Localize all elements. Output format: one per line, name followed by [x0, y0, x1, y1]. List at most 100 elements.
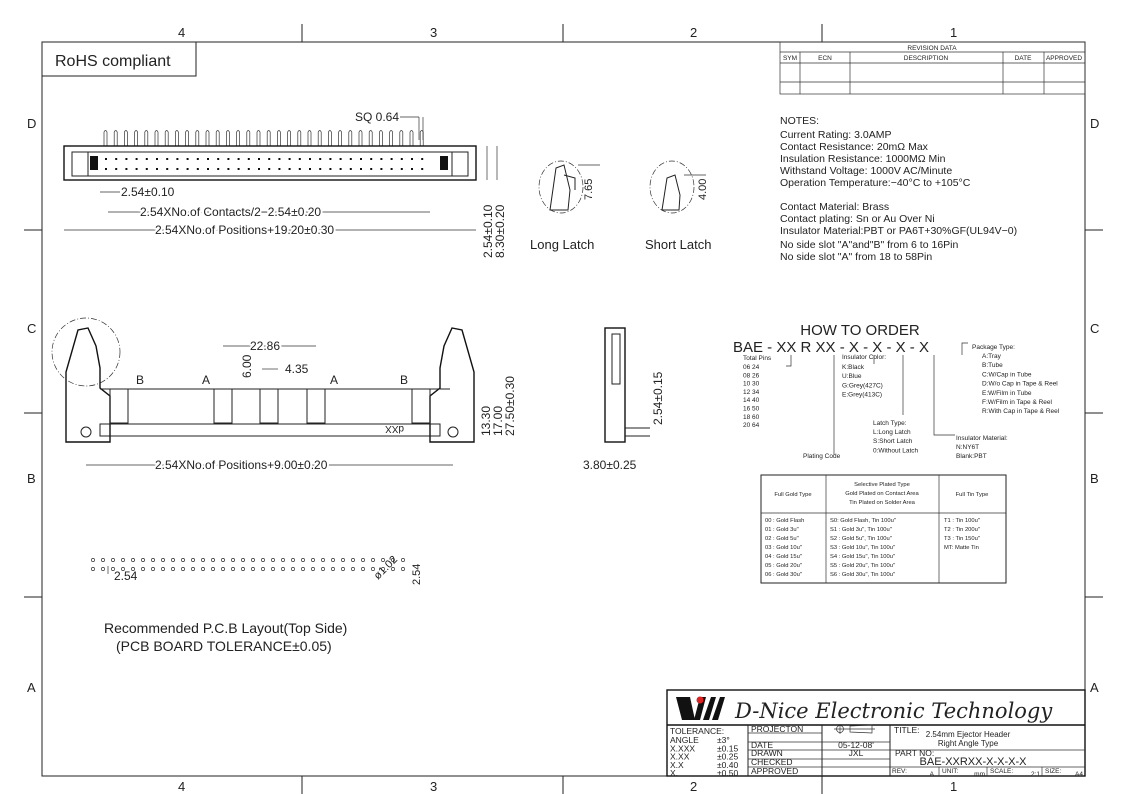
pin [236, 130, 240, 146]
pin [195, 130, 200, 146]
pin [246, 130, 251, 146]
col-selective: Selective Plated Type [854, 482, 910, 488]
approved-label: APPROVED [751, 766, 798, 776]
title-label: TITLE: [894, 725, 920, 735]
zone-row-a-right: A [1090, 680, 1099, 695]
date-value: 05-12-08' [838, 740, 874, 750]
insulator-color-option: K:Black [842, 364, 865, 371]
dim-4-35: 4.35 [285, 362, 309, 376]
pcb-hole [251, 558, 255, 562]
full-gold-option: 06 : Gold 30u" [765, 572, 802, 578]
short-latch-label: Short Latch [645, 237, 712, 252]
insulator-color-option: G:Grey(427C) [842, 382, 883, 389]
col-full-tin: Full Tin Type [956, 492, 989, 498]
note-line: Contact plating: Sn or Au Over Ni [780, 213, 935, 225]
dim-contacts: 2.54XNo.of Contacts/2−2.54±0.20 [140, 205, 321, 219]
contact [115, 158, 118, 160]
tolerance-value: ±0.50 [717, 768, 738, 778]
contact [421, 168, 424, 170]
pcb-hole [191, 558, 195, 562]
date-label: DATE [751, 740, 773, 750]
full-gold-option: 04 : Gold 15u" [765, 554, 802, 560]
slot-b-label: B [136, 373, 144, 387]
pin [215, 130, 220, 146]
pin [317, 130, 322, 146]
contact [156, 168, 158, 170]
pcb-hole [391, 567, 395, 571]
contact [288, 158, 291, 160]
pcb-hole [311, 567, 315, 571]
contact [370, 158, 373, 160]
pcb-hole [331, 558, 335, 562]
scale-label: SCALE: [990, 768, 1013, 775]
package-type-option: E:W/Film in Tube [982, 390, 1032, 397]
pin [277, 130, 281, 146]
contact [380, 158, 383, 160]
pcb-hole [301, 558, 305, 562]
total-pins-option: 10 30 [743, 381, 760, 388]
zone-col-2: 2 [690, 25, 697, 40]
pcb-hole [381, 558, 385, 562]
full-tin-option: T3 : Tin 150u" [944, 536, 980, 542]
package-type-option: D:W/o Cap in Tape & Reel [982, 381, 1058, 388]
pcb-hole [371, 567, 375, 571]
contact [166, 158, 169, 160]
pin [175, 130, 179, 146]
full-gold-option: 02 : Gold 5u" [765, 536, 799, 542]
zone-row-d: D [27, 116, 36, 131]
dim-row-pitch: 2.54±0.10 [481, 204, 495, 258]
pcb-hole [101, 558, 105, 562]
rev-col-ecn: ECN [818, 55, 832, 62]
package-type-option: C:W/Cap in Tube [982, 371, 1032, 378]
pcb-hole [191, 567, 195, 571]
contact [196, 168, 199, 170]
contact [380, 168, 383, 170]
dim-sq: SQ 0.64 [355, 110, 399, 124]
pcb-hole [91, 558, 95, 562]
pcb-hole [371, 558, 375, 562]
contact [421, 158, 424, 160]
dim-side-2-54: 2.54±0.15 [651, 371, 665, 425]
pcb-row-pitch: 2.54 [411, 564, 423, 585]
pcb-hole [311, 558, 315, 562]
zone-col-3-bottom: 3 [430, 779, 437, 794]
rev-col-description: DESCRIPTION [904, 55, 949, 62]
contact [125, 158, 128, 160]
checked-label: CHECKED [751, 757, 793, 767]
insulator-color-option: U:Blue [842, 373, 862, 380]
pin [379, 130, 383, 146]
contact [349, 168, 352, 170]
contact [105, 158, 107, 160]
contact [309, 168, 311, 170]
zone-row-d-right: D [1090, 116, 1099, 131]
pin [399, 130, 404, 146]
note-line: Contact Resistance: 20mΩ Max [780, 141, 929, 153]
pcb-hole [391, 558, 395, 562]
full-gold-option: 05 : Gold 20u" [765, 563, 802, 569]
zone-row-a: A [27, 680, 36, 695]
zone-row-c-right: C [1090, 321, 1099, 336]
zone-col-4-bottom: 4 [178, 779, 185, 794]
rev-col-sym: SYM [783, 55, 797, 62]
zone-col-1: 1 [950, 25, 957, 40]
note-line: Insulation Resistance: 1000MΩ Min [780, 153, 946, 165]
slot-a-label: A [330, 373, 338, 387]
contact [217, 158, 220, 160]
contact [288, 168, 291, 170]
pcb-hole [181, 558, 185, 562]
insulator-material-option: Blank:PBT [956, 453, 987, 460]
tolerance-value: ±0.25 [717, 752, 738, 762]
pcb-hole [331, 567, 335, 571]
col-full-gold: Full Gold Type [774, 492, 811, 498]
drawn-label: DRAWN [751, 748, 783, 758]
order-title: HOW TO ORDER [800, 322, 920, 339]
pcb-tolerance-caption: (PCB BOARD TOLERANCE±0.05) [116, 638, 332, 654]
zone-row-c: C [27, 321, 36, 336]
full-gold-option: 00 : Gold Flash [765, 518, 804, 524]
package-type-option: F:W/Film in Tape & Reel [982, 399, 1053, 406]
projection-label: PROJECTON [751, 724, 803, 734]
pcb-hole [171, 558, 175, 562]
pcb-hole [151, 558, 155, 562]
contact [125, 168, 128, 170]
